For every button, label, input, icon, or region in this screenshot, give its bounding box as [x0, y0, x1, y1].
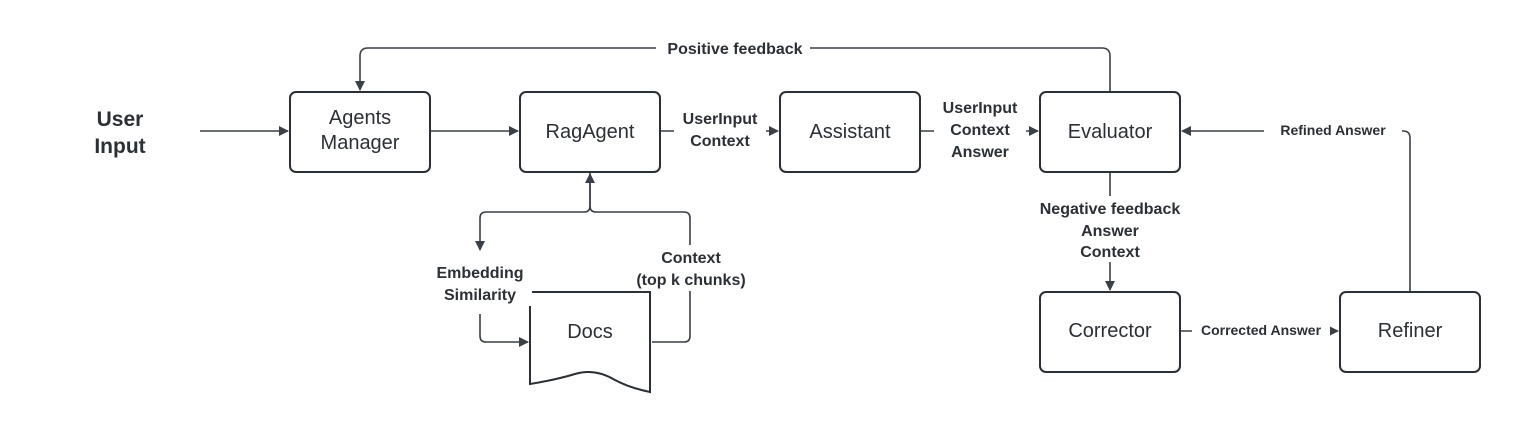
node-corrector: Corrector — [1039, 291, 1181, 373]
context-chunks-label-line1: Context — [661, 250, 721, 267]
context-chunks-label-line2: (top k chunks) — [636, 272, 745, 289]
embedding-similarity-label-group: Embedding Similarity — [428, 260, 532, 306]
positive-feedback-label: Positive feedback — [667, 41, 802, 58]
agents-manager-label-line2: Manager — [321, 132, 400, 154]
assistant-to-evaluator-label-line3: Answer — [951, 144, 1009, 161]
refined-answer-label-group: Refined Answer — [1264, 120, 1402, 140]
node-refiner: Refiner — [1339, 291, 1481, 373]
edge-docs-to-rag-agent — [585, 173, 691, 343]
user-input-line1: User — [97, 108, 144, 131]
assistant-to-evaluator-label-group: UserInput Context Answer — [934, 97, 1026, 161]
agents-manager-label-line1: Agents — [329, 107, 391, 129]
negative-feedback-label-line1: Negative feedback — [1040, 201, 1181, 218]
refiner-label: Refiner — [1378, 320, 1443, 342]
node-agents-manager: Agents Manager — [289, 91, 431, 173]
edge-rag-agent-to-docs — [475, 172, 591, 251]
negative-feedback-label-line2: Answer — [1081, 223, 1139, 240]
assistant-to-evaluator-label-line1: UserInput — [943, 100, 1018, 117]
refined-answer-label: Refined Answer — [1280, 122, 1386, 138]
corrector-label: Corrector — [1068, 320, 1152, 342]
rag-to-assistant-label-line1: UserInput — [683, 111, 758, 128]
evaluator-label: Evaluator — [1068, 121, 1153, 143]
rag-agent-label: RagAgent — [546, 121, 635, 143]
edge-refiner-to-evaluator — [1181, 126, 1411, 292]
user-input-label: User Input — [94, 108, 145, 158]
node-evaluator: Evaluator — [1039, 91, 1181, 173]
corrected-answer-label-group: Corrected Answer — [1192, 320, 1330, 340]
node-docs: Docs — [529, 291, 651, 394]
docs-label: Docs — [567, 321, 613, 343]
negative-feedback-label-line3: Context — [1080, 244, 1140, 261]
embedding-label-line2: Similarity — [444, 287, 516, 304]
node-assistant: Assistant — [779, 91, 921, 173]
positive-feedback-label-group: Positive feedback — [656, 38, 810, 58]
embedding-label-line1: Embedding — [436, 265, 523, 282]
rag-to-assistant-label-group: UserInput Context — [674, 108, 766, 150]
edge-similarity-to-docs — [479, 314, 529, 347]
user-input-line2: Input — [94, 135, 145, 158]
corrected-answer-label: Corrected Answer — [1201, 322, 1322, 338]
rag-to-assistant-label-line2: Context — [690, 133, 750, 150]
context-chunks-label-group: Context (top k chunks) — [628, 245, 754, 291]
assistant-label: Assistant — [809, 121, 891, 143]
node-rag-agent: RagAgent — [519, 91, 661, 173]
negative-feedback-label-group: Negative feedback Answer Context — [1028, 196, 1192, 262]
assistant-to-evaluator-label-line2: Context — [950, 122, 1010, 139]
